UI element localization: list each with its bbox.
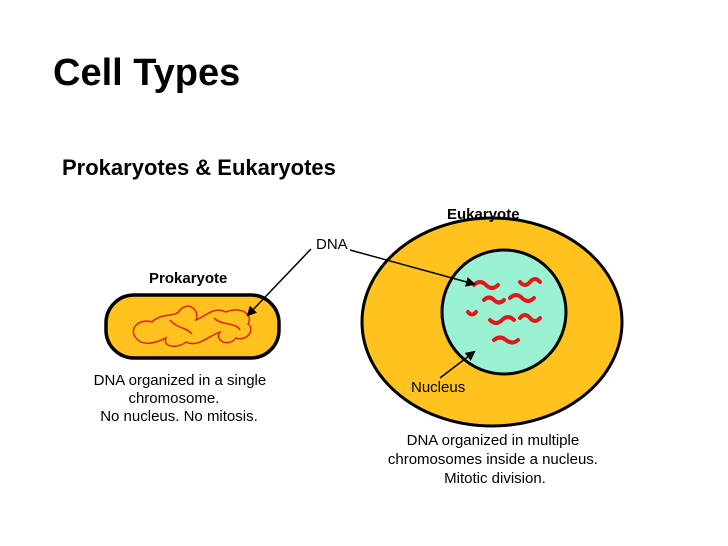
slide-title: Cell Types xyxy=(53,52,241,94)
chromosome xyxy=(508,293,536,303)
prokaryote-caption-line: No nucleus. No mitosis. xyxy=(100,408,258,425)
prokaryote-caption-line: chromosome. xyxy=(128,390,219,407)
nucleus-label: Nucleus xyxy=(411,379,465,396)
chromosome xyxy=(466,310,478,317)
eukaryote-chromosomes xyxy=(466,277,542,345)
chromosome xyxy=(492,335,520,345)
prokaryote-caption-line: DNA organized in a single xyxy=(94,372,267,389)
chromosome xyxy=(488,315,516,325)
nucleus xyxy=(440,248,568,376)
dna-arrow-prokaryote xyxy=(246,248,312,317)
prokaryote-dna xyxy=(132,305,252,348)
nucleus-arrow xyxy=(439,350,476,379)
eukaryote-caption-line: DNA organized in multiple xyxy=(407,432,580,449)
eukaryote-caption-line: chromosomes inside a nucleus. xyxy=(388,451,598,468)
chromosome xyxy=(518,277,542,287)
chromosome xyxy=(472,280,500,290)
eukaryote-label: Eukaryote xyxy=(447,206,520,223)
prokaryote-caption: DNA organized in a single chromosome. No… xyxy=(94,372,271,425)
dna-arrow-eukaryote xyxy=(349,249,476,287)
chromosome xyxy=(518,313,542,323)
prokaryote-label: Prokaryote xyxy=(149,270,227,287)
eukaryote-caption-line: Mitotic division. xyxy=(444,470,546,487)
eukaryote-caption: DNA organized in multiple chromosomes in… xyxy=(388,432,602,487)
chromosome xyxy=(482,295,506,305)
dna-label: DNA xyxy=(316,236,348,253)
prokaryote-cell xyxy=(104,293,281,360)
slide-subtitle: Prokaryotes & Eukaryotes xyxy=(62,155,336,180)
